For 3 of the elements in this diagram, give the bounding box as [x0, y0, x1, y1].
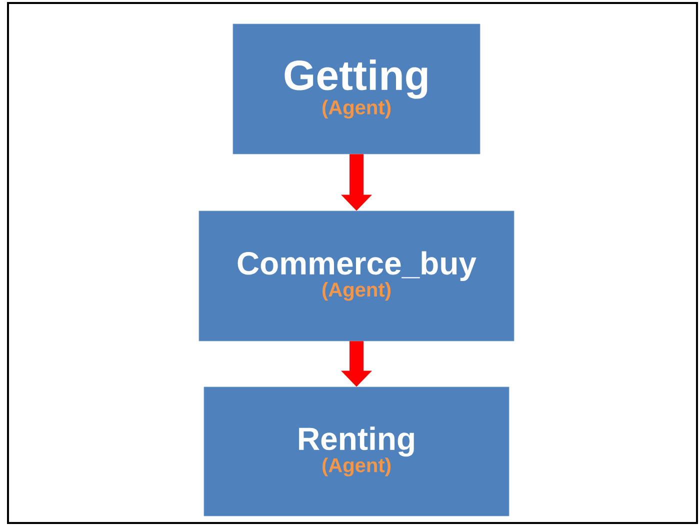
- process-box: Commerce_buy (Agent): [198, 210, 514, 342]
- process-box: Getting (Agent): [232, 24, 480, 154]
- process-box: Renting (Agent): [204, 386, 510, 516]
